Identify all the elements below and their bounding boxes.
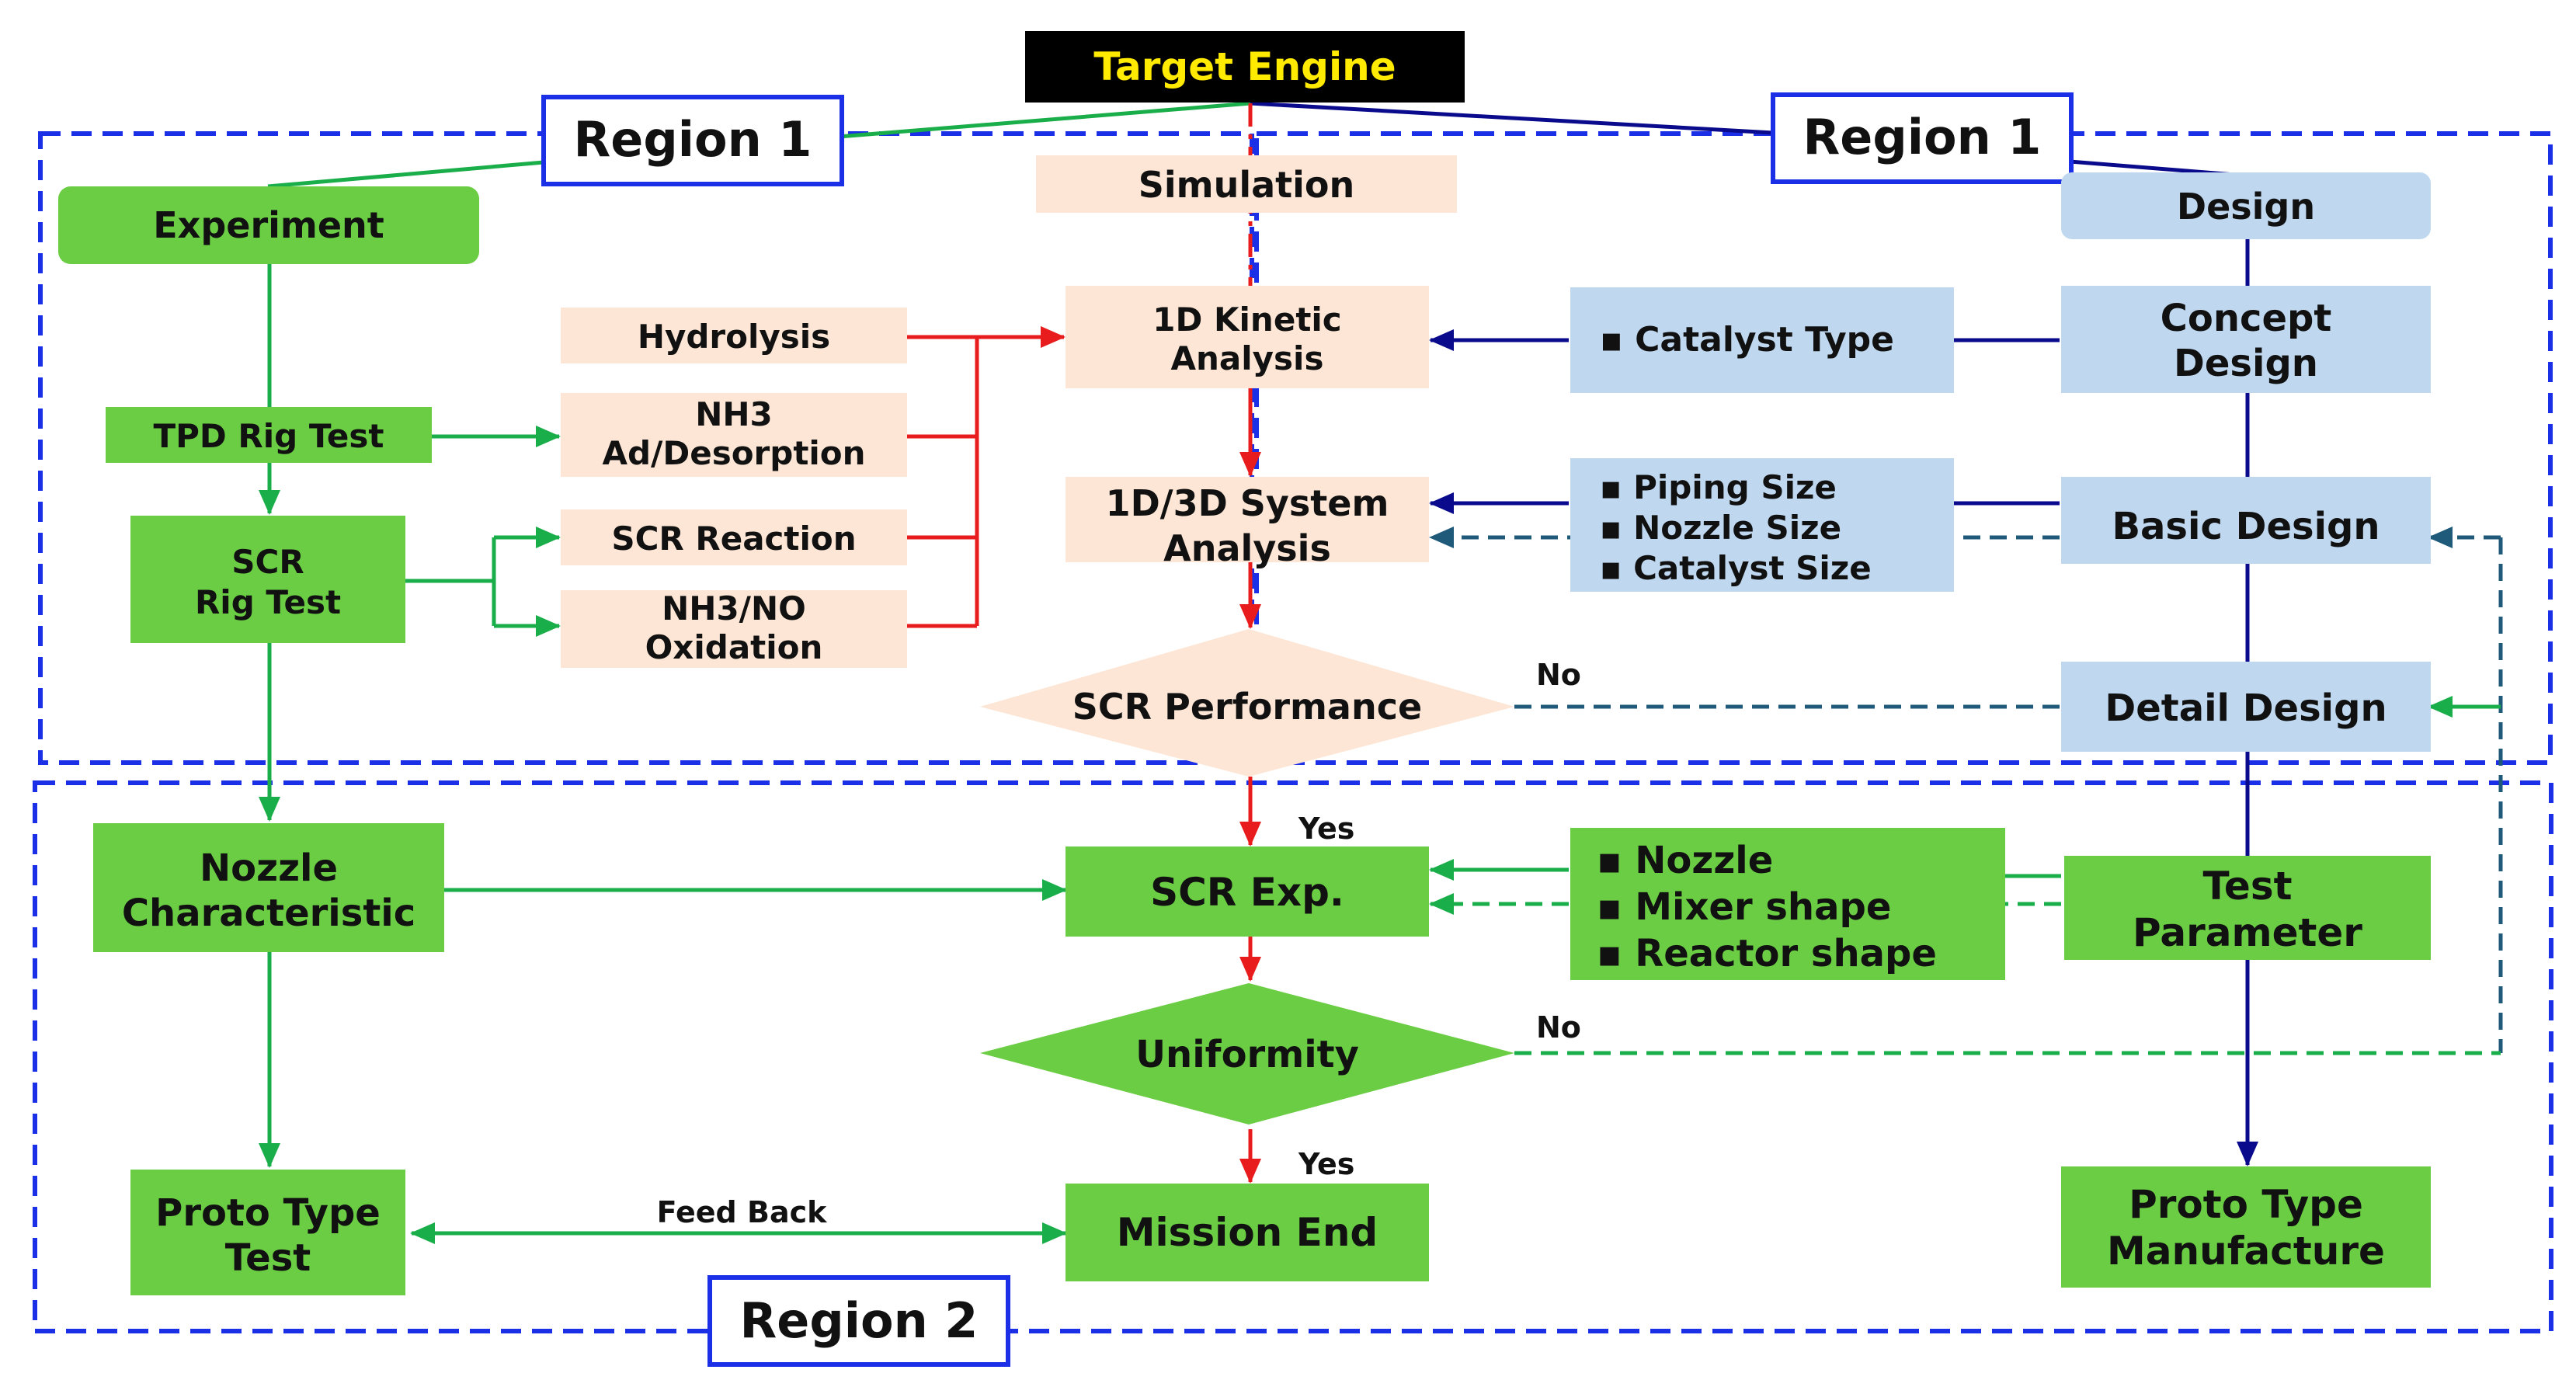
nh3-no-oxidation-label-line2: Oxidation bbox=[645, 628, 823, 666]
scr-rig-test-label-line1: SCR bbox=[231, 543, 304, 581]
scr-reaction-label: SCR Reaction bbox=[611, 520, 856, 558]
nh3-ad-desorption-label-line2: Ad/Desorption bbox=[602, 434, 865, 472]
uniformity-diamond bbox=[980, 983, 1514, 1125]
nozzle-characteristic-label-line2: Characteristic bbox=[122, 892, 415, 935]
scr-rig-branch-line bbox=[405, 537, 496, 626]
yes-label-1: Yes bbox=[1298, 812, 1354, 846]
nh3-ad-desorption-box bbox=[561, 393, 907, 477]
test-parameter-box bbox=[2064, 856, 2431, 960]
scr-rig-test-box bbox=[130, 516, 405, 643]
experiment-box bbox=[58, 186, 479, 264]
design-label: Design bbox=[2177, 186, 2315, 228]
simulation-box bbox=[1036, 155, 1457, 213]
scr-reaction-box bbox=[561, 509, 907, 565]
target-engine-label: Target Engine bbox=[1093, 44, 1396, 89]
design-box bbox=[2061, 172, 2431, 239]
hydrolysis-box bbox=[561, 308, 907, 363]
region-2-border bbox=[33, 780, 2553, 1333]
catalyst-type-label: ▪ Catalyst Type bbox=[1600, 320, 1894, 360]
region-1-left-label: Region 1 bbox=[574, 111, 812, 168]
detail-design-box bbox=[2061, 662, 2431, 752]
nh3-ad-desorption-label-line1: NH3 bbox=[695, 395, 773, 433]
tpd-rig-test-box bbox=[106, 407, 432, 463]
mission-end-box bbox=[1066, 1184, 1429, 1281]
feed-back-label: Feed Back bbox=[657, 1195, 828, 1229]
test-parameter-label-line1: Test bbox=[2202, 864, 2292, 909]
scr-performance-diamond bbox=[980, 629, 1514, 777]
sizes-box bbox=[1570, 458, 1954, 592]
region-1-left-label-box bbox=[541, 95, 844, 186]
proto-type-manufacture-box bbox=[2061, 1166, 2431, 1288]
proto-type-test-box bbox=[130, 1170, 405, 1295]
system-analysis-label-line1: 1D/3D System bbox=[1106, 482, 1389, 524]
target-engine-box bbox=[1025, 31, 1465, 103]
shapes-box bbox=[1570, 828, 2005, 980]
concept-design-label-line2: Design bbox=[2174, 342, 2318, 385]
no-label-2: No bbox=[1536, 1010, 1581, 1045]
system-analysis-box bbox=[1066, 477, 1429, 562]
hydrolysis-label: Hydrolysis bbox=[638, 318, 830, 356]
no-label-1: No bbox=[1536, 658, 1581, 692]
region-1-right-label-box bbox=[1771, 92, 2074, 184]
detail-design-label: Detail Design bbox=[2105, 687, 2387, 730]
nozzle-characteristic-box bbox=[93, 823, 444, 952]
mixer-shape-label: ▪ Mixer shape bbox=[1597, 885, 1891, 929]
nh3-no-oxidation-box bbox=[561, 590, 907, 668]
uniformity-label: Uniformity bbox=[1135, 1033, 1359, 1076]
yes-label-2: Yes bbox=[1298, 1147, 1354, 1181]
nozzle-size-label: ▪ Nozzle Size bbox=[1600, 509, 1841, 547]
kinetic-analysis-label-line1: 1D Kinetic bbox=[1152, 301, 1341, 339]
simulation-label: Simulation bbox=[1139, 164, 1355, 206]
reactions-collector-line bbox=[907, 335, 979, 628]
experiment-label: Experiment bbox=[153, 204, 384, 246]
nozzle-characteristic-label-line1: Nozzle bbox=[200, 846, 338, 890]
reactor-shape-label: ▪ Reactor shape bbox=[1597, 932, 1937, 975]
scr-rig-test-label-line2: Rig Test bbox=[195, 583, 341, 621]
tpd-rig-test-label: TPD Rig Test bbox=[154, 417, 384, 455]
target-to-region1-right-line bbox=[1250, 101, 1774, 135]
region-2-label: Region 2 bbox=[740, 1292, 979, 1349]
scr-exp-label: SCR Exp. bbox=[1150, 870, 1344, 915]
basic-design-box bbox=[2061, 477, 2431, 564]
region1-left-to-experiment-line bbox=[267, 160, 544, 189]
region-2-label-box bbox=[707, 1275, 1010, 1367]
proto-type-test-label-line2: Test bbox=[225, 1236, 311, 1280]
catalyst-size-label: ▪ Catalyst Size bbox=[1600, 549, 1872, 587]
concept-design-label-line1: Concept bbox=[2161, 297, 2332, 340]
nh3-no-oxidation-label-line1: NH3/NO bbox=[662, 589, 806, 627]
proto-type-test-label-line1: Proto Type bbox=[155, 1191, 381, 1235]
basic-design-label: Basic Design bbox=[2112, 505, 2380, 548]
proto-type-manufacture-label-line2: Manufacture bbox=[2107, 1229, 2385, 1274]
system-analysis-label-line2: Analysis bbox=[1163, 527, 1331, 569]
proto-type-manufacture-label-line1: Proto Type bbox=[2129, 1182, 2363, 1227]
scr-performance-label: SCR Performance bbox=[1072, 686, 1422, 728]
region-1-right-label: Region 1 bbox=[1803, 109, 2042, 165]
test-parameter-label-line2: Parameter bbox=[2133, 910, 2362, 955]
piping-size-label: ▪ Piping Size bbox=[1600, 468, 1837, 506]
scr-exp-box bbox=[1066, 846, 1429, 937]
concept-design-box bbox=[2061, 286, 2431, 393]
catalyst-type-box bbox=[1570, 287, 1954, 393]
kinetic-analysis-box bbox=[1066, 286, 1429, 388]
kinetic-analysis-label-line2: Analysis bbox=[1171, 339, 1324, 377]
target-to-region1-left-line bbox=[838, 101, 1251, 139]
nozzle-shape-label: ▪ Nozzle bbox=[1597, 839, 1773, 882]
mission-end-label: Mission End bbox=[1117, 1210, 1378, 1255]
